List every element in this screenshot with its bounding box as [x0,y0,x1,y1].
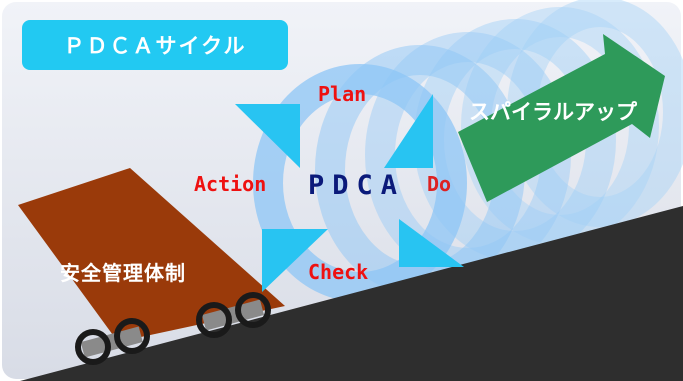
arrow-action-to-check-icon [262,229,328,292]
spiral-up-label: スパイラルアップ [469,100,637,124]
cart-wheels [75,292,271,365]
safety-system-label: 安全管理体制 [60,261,186,285]
arrow-do-to-plan-icon [384,94,433,168]
arrow-check-to-do-icon [399,219,464,267]
title-badge: ＰＤＣＡサイクル [22,20,288,70]
cycle-arrows [235,94,464,292]
arrow-plan-to-action-icon [235,104,300,168]
cart-body [18,168,285,342]
spiral-up-arrow [458,34,665,202]
center-label: PDCA [308,170,406,201]
action-label: Action [194,172,267,196]
plan-label: Plan [318,82,367,106]
slope [20,206,683,381]
check-label: Check [308,260,369,284]
do-label: Do [427,172,452,196]
